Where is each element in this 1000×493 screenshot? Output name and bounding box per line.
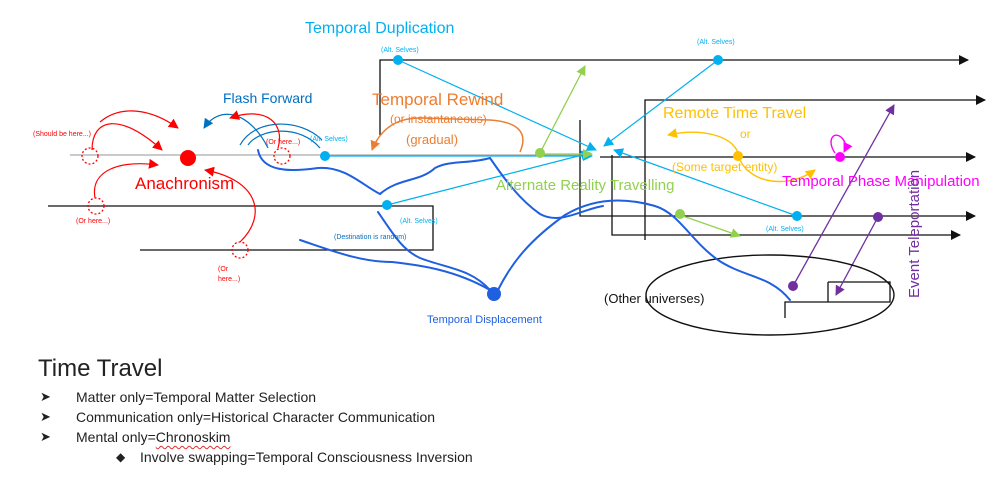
label-or-here-top: (Or here...) [266, 139, 300, 146]
phase-manipulation-arrow [830, 134, 853, 154]
time-travel-section: Time Travel ➤ Matter only=Temporal Matte… [38, 355, 738, 467]
temporal-duplication-group [325, 59, 798, 217]
label-remote-time-travel: Remote Time Travel [663, 105, 806, 122]
node-alt-reality-2 [675, 209, 685, 219]
node-remote-target [733, 151, 743, 161]
placeholder-or-here-left [87, 197, 105, 215]
label-some-target-entity: (Some target entity) [672, 160, 777, 174]
label-flash-forward: Flash Forward [223, 90, 312, 106]
spellcheck-word: Chronoskim [155, 429, 231, 445]
label-or: or [740, 127, 751, 141]
timeline-left [48, 205, 434, 251]
label-alt-selves-5: (Alt. Selves) [766, 226, 804, 233]
placeholder-or-here-top [273, 147, 291, 165]
node-teleport-1 [788, 281, 798, 291]
placeholder-should-be-here [81, 147, 99, 165]
label-alt-selves-1: (Alt. Selves) [381, 47, 419, 54]
node-temporal-displacement [487, 287, 501, 301]
label-other-universes: (Other universes) [604, 291, 704, 306]
temporal-rewind-arrow [370, 117, 524, 153]
sub-bullet-list: ◆ Involve swapping=Temporal Consciousnes… [76, 447, 738, 467]
diamond-bullet-icon: ◆ [116, 450, 126, 464]
placeholder-or-here-bottom [231, 241, 249, 259]
list-item-label: Matter only=Temporal Matter Selection [76, 389, 317, 405]
label-should-be-here: (Should be here...) [33, 131, 91, 138]
node-teleport-2 [873, 212, 883, 222]
label-anachronism: Anachronism [135, 174, 234, 193]
timeline-top [379, 55, 969, 135]
label-temporal-duplication: Temporal Duplication [305, 20, 454, 37]
label-alt-selves-2: (Alt. Selves) [697, 39, 735, 46]
node-anachronism [180, 150, 196, 166]
timeline-universes [784, 281, 891, 318]
label-alt-selves-4: (Alt. Selves) [400, 218, 438, 225]
event-teleportation-arrows [792, 104, 895, 296]
label-gradual: (gradual) [406, 132, 458, 147]
list-item: ➤ Matter only=Temporal Matter Selection [38, 387, 738, 407]
label-alt-selves-3: (Alt. Selves) [310, 136, 348, 143]
anachronism-arrows [91, 110, 280, 243]
label-temporal-displacement: Temporal Displacement [427, 314, 542, 326]
label-event-teleportation: Event Teleportation [906, 170, 923, 298]
section-title: Time Travel [38, 355, 163, 382]
sub-list-item: ◆ Involve swapping=Temporal Consciousnes… [38, 447, 738, 467]
node-alt-self-4 [382, 200, 392, 210]
timeline-remote [644, 95, 986, 240]
label-alternate-reality-travelling: Alternate Reality Travelling [496, 177, 674, 194]
timeline-alt-reality [579, 120, 976, 221]
label-destination-random: (Destination is random) [334, 234, 406, 241]
flash-forward-arrows [203, 113, 323, 149]
label-temporal-phase-manipulation: Temporal Phase Manipulation [782, 173, 980, 190]
other-universes-ellipse [645, 254, 895, 336]
duplication-nodes [320, 55, 802, 221]
label-here-bottom: here...) [218, 276, 240, 283]
label-or-bottom: (Or [218, 266, 229, 273]
arrow-bullet-icon: ➤ [40, 429, 51, 444]
node-alt-self-1 [393, 55, 403, 65]
timelines [48, 55, 986, 318]
node-phase [835, 152, 845, 162]
label-or-here-left: (Or here...) [76, 218, 110, 225]
arrow-bullet-icon: ➤ [40, 409, 51, 424]
arrow-bullet-icon: ➤ [40, 389, 51, 404]
alternate-reality-arrows [539, 65, 741, 238]
bullet-list: ➤ Matter only=Temporal Matter Selection … [38, 387, 738, 467]
timeline-lower [611, 155, 961, 240]
list-item: ➤ Mental only=Chronoskim ◆ Involve swapp… [38, 427, 738, 467]
list-item-label-prefix: Mental only= [76, 429, 156, 445]
anachronism-placeholder-circles [81, 147, 291, 259]
list-item: ➤ Communication only=Historical Characte… [38, 407, 738, 427]
remote-time-travel-arrows [667, 128, 816, 183]
temporal-displacement-squiggles [257, 149, 791, 301]
node-alt-self-3 [320, 151, 330, 161]
node-alt-reality-1 [535, 148, 545, 158]
label-temporal-rewind: Temporal Rewind [372, 90, 503, 109]
node-alt-self-5 [792, 211, 802, 221]
list-item-label: Communication only=Historical Character … [76, 409, 436, 425]
sub-list-item-label: Involve swapping=Temporal Consciousness … [140, 449, 473, 465]
label-or-instantaneous: (or instantaneous) [390, 112, 487, 126]
node-alt-self-2 [713, 55, 723, 65]
